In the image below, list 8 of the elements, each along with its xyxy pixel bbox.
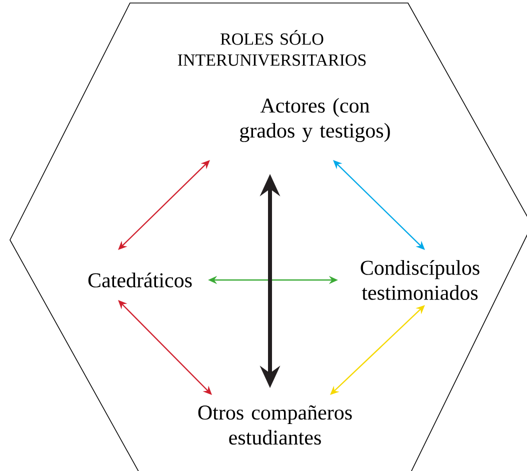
role-label: Otros compañeros estudiantes [198, 405, 352, 445]
role-label: Condiscípulos testimoniados [360, 260, 480, 300]
role-label: Actores (con grados y testigos) [240, 98, 390, 142]
role-label: Catedráticos [88, 272, 192, 288]
double-arrow [118, 160, 210, 250]
double-arrow [333, 160, 425, 250]
double-arrow [330, 305, 425, 395]
double-arrow [118, 300, 212, 395]
